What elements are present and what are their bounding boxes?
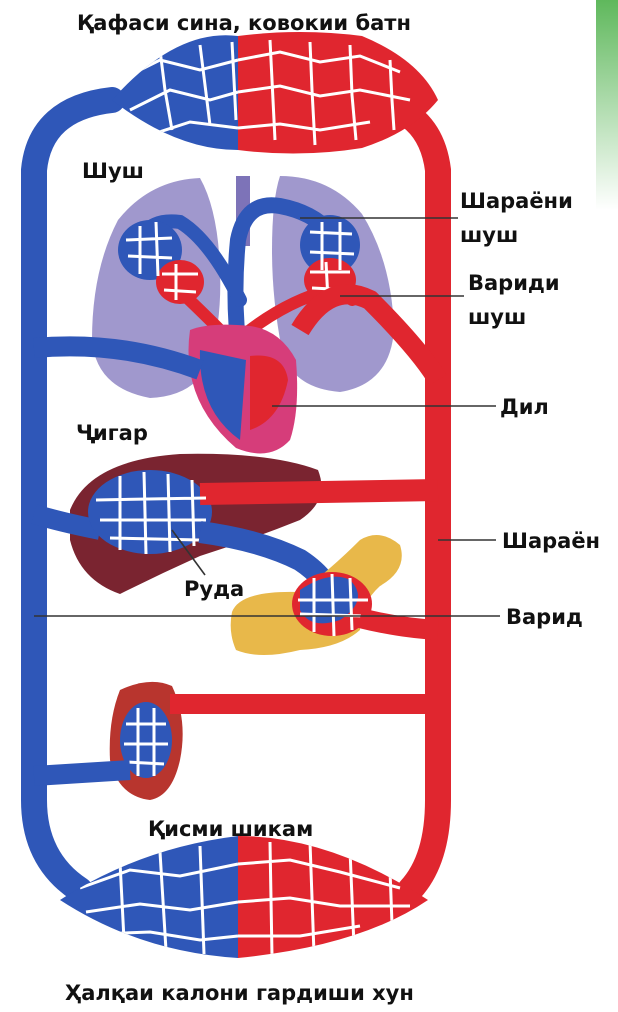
label-pulmonary-vein-2: шуш bbox=[468, 305, 526, 329]
label-artery: Шараён bbox=[502, 529, 600, 553]
label-heart: Дил bbox=[500, 395, 549, 419]
title-top: Қафаси сина, ковокии батн bbox=[77, 11, 411, 35]
side-tab bbox=[596, 0, 618, 210]
top-capillary-net bbox=[112, 32, 438, 154]
label-pulmonary-artery-1: Шараёни bbox=[460, 189, 573, 213]
label-vein: Варид bbox=[506, 605, 583, 629]
title-bottom: Ҳалқаи калони гардиши хун bbox=[65, 981, 414, 1005]
label-liver: Ҷигар bbox=[76, 421, 148, 445]
label-intestine: Руда bbox=[184, 577, 244, 601]
label-pulmonary-artery-2: шуш bbox=[460, 223, 518, 247]
label-lungs: Шуш bbox=[82, 159, 144, 183]
bottom-capillary-net bbox=[60, 836, 428, 958]
label-lower-body: Қисми шикам bbox=[148, 817, 313, 841]
label-pulmonary-vein-1: Вариди bbox=[468, 271, 560, 295]
kidney bbox=[34, 682, 438, 800]
